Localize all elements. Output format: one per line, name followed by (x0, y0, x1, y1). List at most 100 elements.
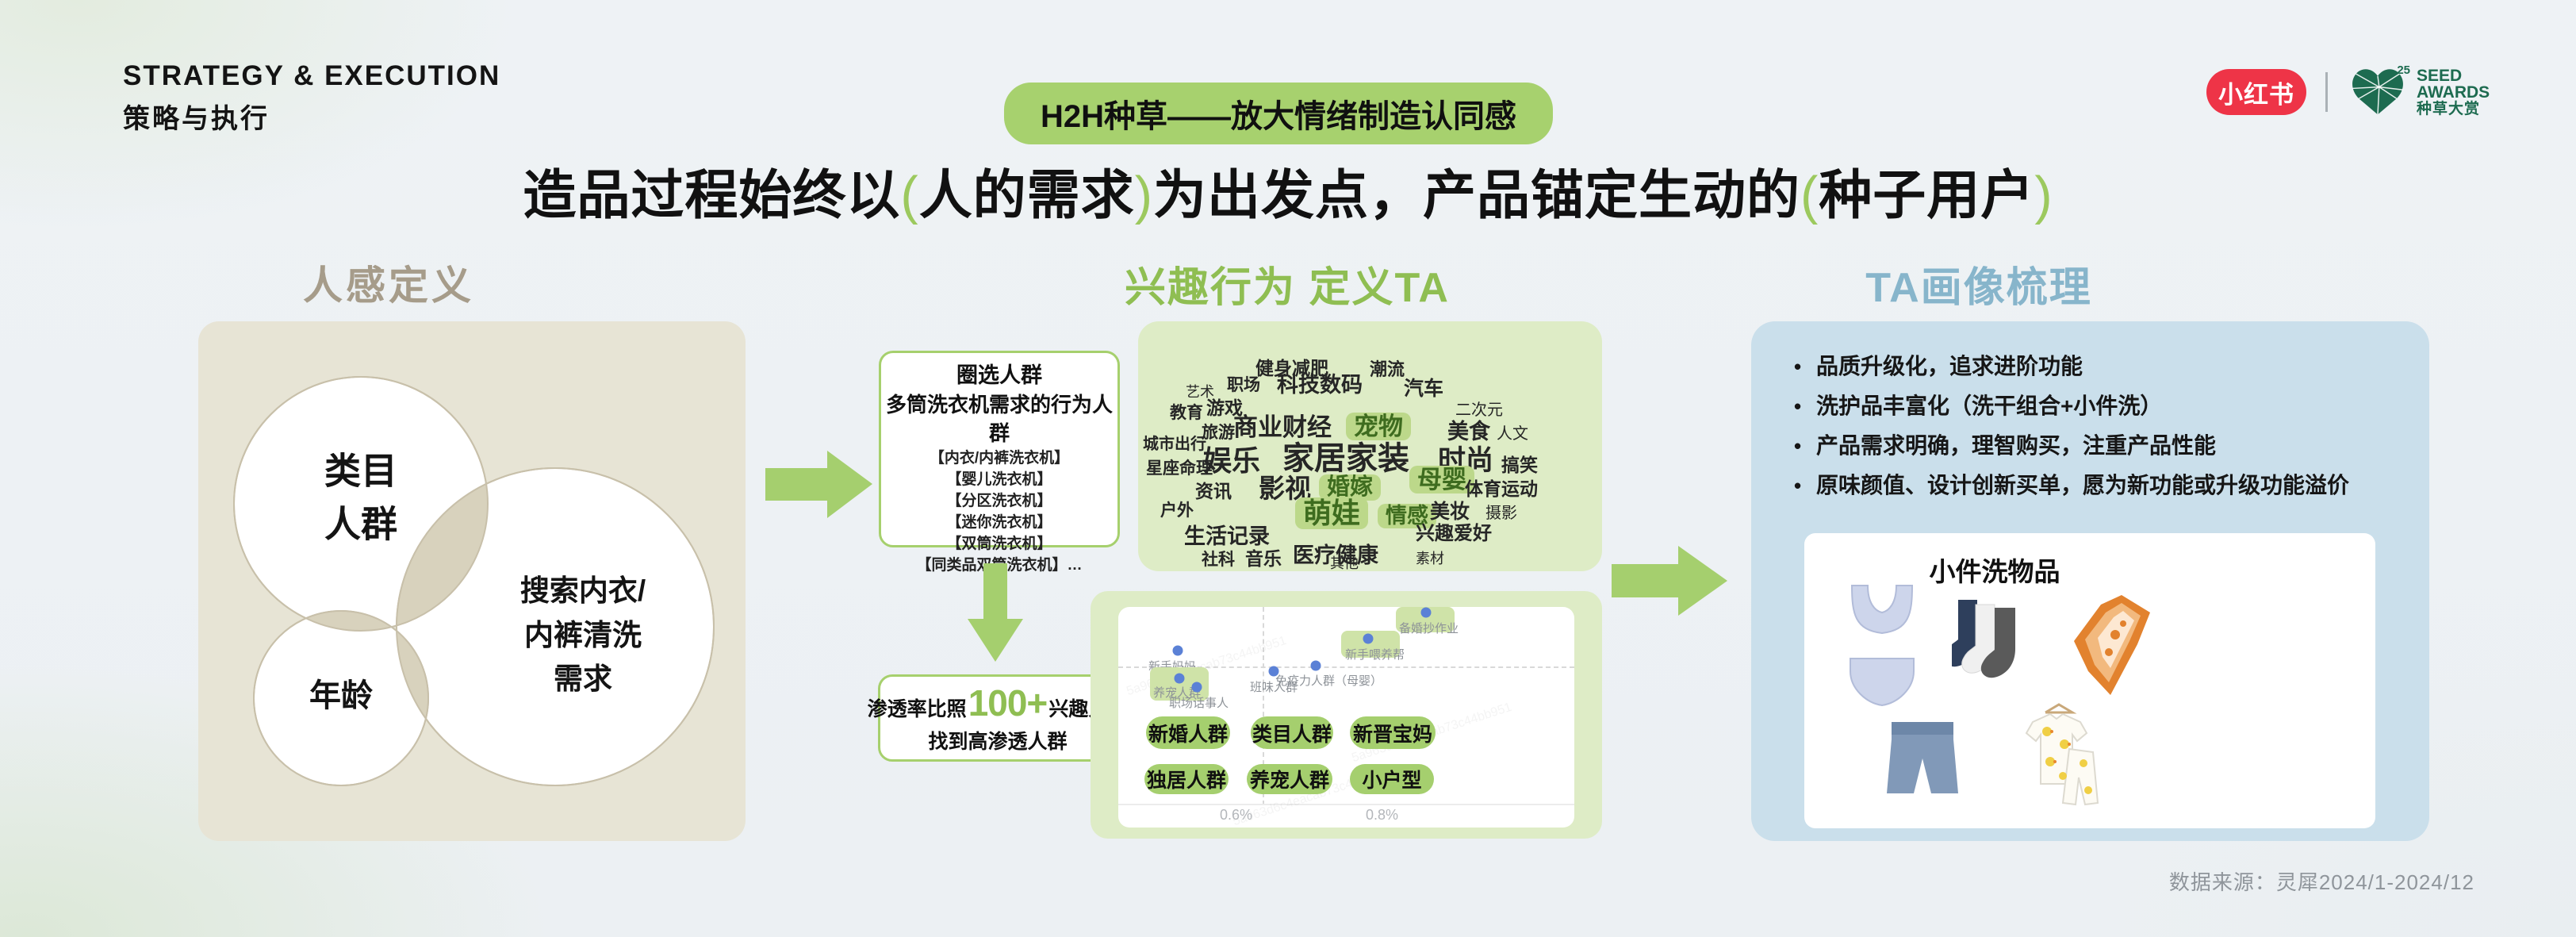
heading-ta-profile: TA画像梳理 (1865, 265, 2092, 311)
wordcloud-tag: 城市出行 (1143, 436, 1206, 453)
venn-label-age: 年龄 (309, 678, 373, 713)
crowd-selection-box: 圈选人群 多筒洗衣机需求的行为人群 【内衣/内裤洗衣机】【婴儿洗衣机】【分区洗衣… (879, 351, 1120, 574)
wordcloud-tag: 摄影 (1485, 505, 1517, 522)
page-title: 造品过程始终以(人的需求)为出发点，产品锚定生动的(种子用户) (0, 152, 2576, 229)
wordcloud-tag: 娱乐 (1203, 444, 1261, 477)
word-cloud: 健身减肥潮流艺术职场科技数码汽车教育游戏二次元旅游商业财经宠物美食人文城市出行星… (1138, 321, 1602, 571)
wordcloud-tag: 情感 (1378, 504, 1436, 528)
crowd-pill: 独居人群 (1144, 764, 1229, 794)
wordcloud-tag: 汽车 (1404, 378, 1444, 400)
wordcloud-tag: 母婴 (1409, 466, 1474, 493)
seed-line3: 种草大赏 (2417, 100, 2481, 117)
wordcloud-tag: 体育运动 (1465, 478, 1538, 499)
wordcloud-tag: 游戏 (1206, 397, 1243, 418)
scatter-point-label: 备婚抄作业 (1399, 622, 1459, 636)
wordcloud-tag: 美食 (1447, 420, 1490, 444)
wordcloud-tag: 萌娃 (1295, 497, 1369, 529)
wordcloud-tag: 家居家装 (1282, 441, 1409, 476)
profile-bullet: 原味颜值、设计创新买单，愿为新功能或升级功能溢价 (1789, 474, 2349, 498)
wordcloud-tag: 旅游 (1202, 424, 1235, 442)
selection-item: 【分区洗衣机】 (946, 493, 1052, 509)
xiaohongshu-logo-text: 小红书 (2218, 80, 2294, 109)
scatter-x-axis (1118, 804, 1574, 805)
title-pre: 造品过程始终以 (523, 166, 901, 225)
scatter-dot (1310, 660, 1321, 671)
title-highlight-2: 种子用户 (1819, 166, 2035, 225)
crowd-pill: 类目人群 (1251, 716, 1333, 749)
scatter-dot (1420, 607, 1432, 618)
socks-icon (1952, 600, 2015, 678)
paren-close-2: ) (2034, 166, 2053, 225)
scatter-point-label: 免疫力人群（母婴） (1275, 674, 1383, 688)
crowd-pill: 小户型 (1350, 764, 1434, 794)
arrow-right-icon-2 (1612, 546, 1727, 616)
title-highlight-1: 人的需求 (918, 166, 1135, 225)
wordcloud-tag: 商业财经 (1233, 413, 1332, 441)
seed-line2: AWARDS (2417, 83, 2490, 102)
paren-open-2: ( (1800, 166, 1819, 225)
scatter-x-tick: 0.8% (1366, 807, 1399, 823)
wordcloud-tag: 生活记录 (1184, 524, 1270, 548)
selection-item: 【内衣/内裤洗衣机】 (929, 450, 1070, 467)
scatter-point-label: 班味人群 (1250, 681, 1298, 694)
wordcloud-tag: 社科 (1202, 551, 1235, 569)
scatter-point-label: 职场话事人 (1169, 697, 1229, 710)
wordcloud-tag: 资讯 (1195, 481, 1232, 501)
penetration-line2: 找到高渗透人群 (928, 731, 1068, 753)
wordcloud-tag: 其他 (1330, 555, 1359, 571)
heading-interest-behavior: 兴趣行为 定义TA (1125, 265, 1450, 311)
wordcloud-tag: 婚嫁 (1319, 474, 1382, 501)
venn-diagram (233, 376, 715, 786)
heart-icon (2352, 69, 2404, 115)
crowd-pill: 新婚人群 (1146, 716, 1230, 749)
selection-items: 【内衣/内裤洗衣机】【婴儿洗衣机】【分区洗衣机】【迷你洗衣机】【双筒洗衣机】【同… (881, 447, 1117, 576)
eyebrow: STRATEGY & EXECUTION 策略与执行 (123, 60, 500, 136)
lingerie-set-icon (1850, 585, 1915, 707)
profile-bullets: 品质升级化，追求进阶功能洗护品丰富化（洗干组合+小件洗）产品需求明确，理智购买，… (1789, 355, 2349, 513)
wordcloud-tag: 美妆 (1430, 501, 1470, 523)
arrow-down-icon (968, 563, 1023, 662)
paren-open: ( (900, 166, 919, 225)
venn-card: 类目人群搜索内衣/内裤清洗需求年龄 (198, 321, 746, 841)
eyebrow-en: STRATEGY & EXECUTION (123, 60, 501, 91)
wordcloud-tag: 医疗健康 (1293, 543, 1378, 567)
title-mid: 为出发点，产品锚定生动的 (1153, 166, 1800, 225)
seed-heart-icon: 25 (2347, 63, 2410, 117)
wordcloud-tag: 职场 (1227, 376, 1260, 394)
crowd-pill: 新晋宝妈 (1350, 716, 1436, 749)
seed-line1: SEED (2417, 66, 2463, 85)
wordcloud-tag: 人文 (1497, 425, 1528, 443)
wordcloud-tag: 音乐 (1245, 548, 1282, 569)
selection-item: 【婴儿洗衣机】 (946, 471, 1052, 488)
seed-awards-text: SEED AWARDS 种草大赏 (2417, 67, 2490, 117)
small-wash-items-title: 小件洗物品 (1929, 557, 2060, 586)
penetration-box: 渗透率比照 100+ 兴趣人群 找到高渗透人群 (868, 674, 1128, 762)
crowd-pill: 养宠人群 (1247, 764, 1332, 794)
topic-badge: H2H种草——放大情绪制造认同感 (1003, 83, 1554, 144)
scatter-dashed-hline (1118, 666, 1574, 668)
wordcloud-tag: 影视 (1259, 474, 1311, 503)
scatter-dot (1172, 645, 1183, 656)
scatter-dashed-vline (1263, 607, 1264, 805)
logo-divider (2325, 72, 2328, 112)
profile-bullet: 洗护品丰富化（洗干组合+小件洗） (1789, 394, 2349, 419)
duck-pajamas-icon (2025, 703, 2099, 806)
penetration-line1: 渗透率比照 100+ 兴趣人群 (868, 682, 1129, 724)
wordcloud-tag: 健身减肥 (1255, 358, 1328, 378)
scatter-point-label: 新手喂养帮 (1345, 648, 1405, 662)
brand-logos: 小红书 25 SEED AWARDS 种草大 (2206, 63, 2490, 117)
profile-bullet: 品质升级化，追求进阶功能 (1789, 355, 2349, 379)
penetration-count: 100+ (968, 682, 1048, 724)
data-source: 数据来源：灵犀2024/1-2024/12 (2168, 870, 2474, 894)
paren-close: ) (1134, 166, 1153, 225)
selection-title: 圈选人群 (956, 363, 1042, 387)
selection-subtitle: 多筒洗衣机需求的行为人群 (885, 393, 1113, 445)
venn-label-search-need: 搜索内衣/内裤清洗需求 (519, 574, 646, 695)
wordcloud-tag: 二次元 (1455, 401, 1503, 419)
wordcloud-tag: 艺术 (1186, 384, 1214, 400)
boxer-briefs-icon (1887, 722, 1958, 793)
scatter-point-label: 养宠人群 (1153, 686, 1202, 700)
wordcloud-tag: 搞笑 (1501, 455, 1538, 475)
arrow-right-icon (765, 451, 872, 518)
